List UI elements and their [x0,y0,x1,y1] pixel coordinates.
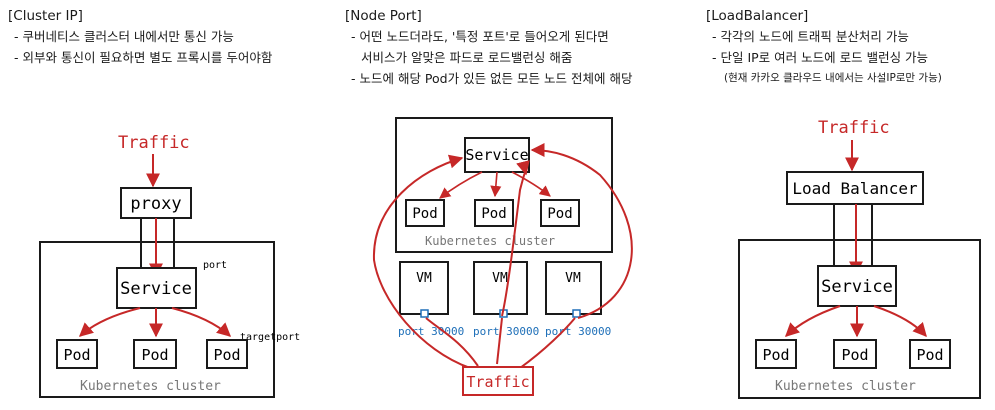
load-balancer-pod-2 [833,339,877,369]
node-port-pod-3-label: Pod [547,206,572,222]
proxy-box [120,187,192,219]
node-port-cluster-label: Kubernetes cluster [425,234,555,248]
node-port-traffic-label: Traffic [466,373,529,391]
proxy-label: proxy [130,194,181,214]
cluster-ip-traffic-label: Traffic [118,133,190,153]
cluster-ip-cluster-label: Kubernetes cluster [80,379,221,394]
vm-1-label: VM [416,271,432,286]
load-balancer-pod-3 [909,339,951,369]
node-port-pod-1 [405,199,445,227]
vm-2-label: VM [492,271,508,286]
cluster-ip-diagram: Traffic proxy Service port targetport Po… [39,133,300,398]
cluster-ip-title: [Cluster IP] [8,8,83,24]
node-port-pod-2 [474,199,514,227]
cluster-ip-service-label: Service [120,279,192,299]
node-port-cluster-box [395,117,613,253]
load-balancer-note: (현재 카카오 클라우드 내에서는 사설IP로만 가능) [724,72,942,84]
node-port-marker-1 [420,309,429,318]
load-balancer-pod-1-label: Pod [762,346,789,364]
load-balancer-traffic-label: Traffic [818,118,890,138]
node-port-arrow-pod-2 [490,171,502,198]
cluster-ip-arrow-pod-1 [78,307,141,337]
cluster-ip-service-box [116,267,197,309]
node-port-label-1: port 30000 [398,325,464,338]
vm-box-1 [399,261,449,315]
node-port-pod-3 [540,199,580,227]
load-balancer-header: [LoadBalancer] - 각각의 노드에 트래픽 분산처리 가능 - 단… [706,8,942,85]
cluster-ip-pod-2-label: Pod [141,346,168,364]
node-port-traffic-arrow-right [530,143,633,319]
node-port-traffic-to-port-3 [519,317,576,369]
node-port-arrow-pod-1 [439,171,483,199]
load-balancer-pod-1 [755,339,797,369]
load-balancer-service-box [817,265,897,307]
node-port-pod-1-label: Pod [412,206,437,222]
node-port-bullet-1: - 어떤 노드더라도, '특정 포트'로 들어오게 된다면 [351,29,609,44]
load-balancer-bullet-2: - 단일 IP로 여러 노드에 로드 밸런싱 가능 [712,50,929,65]
cluster-ip-pod-3-label: Pod [213,346,240,364]
node-port-diagram: Service Pod Pod Pod Kubernetes cluster V… [372,117,633,396]
node-port-service-label: Service [465,146,528,164]
node-port-bullet-2: 서비스가 알맞은 파드로 로드밸런싱 해줌 [361,50,573,65]
load-balancer-arrow-pod-3 [873,305,927,338]
node-port-traffic-box [462,366,534,396]
node-port-label-2: port 30000 [473,325,539,338]
load-balancer-bullet-1: - 각각의 노드에 트래픽 분산처리 가능 [712,29,909,44]
cluster-ip-bullet-1: - 쿠버네티스 클러스터 내에서만 통신 가능 [14,29,234,44]
node-port-traffic-arrow-middle [501,160,530,317]
cluster-ip-bullet-2: - 외부와 통신이 필요하면 별도 프록시를 두어야함 [14,50,273,65]
cluster-ip-header: [Cluster IP] - 쿠버네티스 클러스터 내에서만 통신 가능 - 외… [8,8,272,70]
load-balancer-pod-2-label: Pod [841,346,868,364]
vm-box-2 [473,261,528,315]
cluster-ip-pod-2 [133,339,177,369]
port-label: port [203,260,227,271]
load-balancer-service-label: Service [821,277,893,297]
node-port-label-3: port 30000 [545,325,611,338]
cluster-ip-pod-1 [56,339,98,369]
load-balancer-arrow-pod-1 [784,305,841,337]
cluster-ip-arrow-pod-3 [171,307,232,337]
cluster-ip-pod-3 [206,339,248,369]
targetport-label: targetport [240,332,300,343]
load-balancer-cluster-label: Kubernetes cluster [775,379,916,394]
vm-box-3 [545,261,602,315]
node-port-traffic-to-port-2 [496,317,503,365]
load-balancer-title: [LoadBalancer] [706,8,809,24]
node-port-bullet-3: - 노드에 해당 Pod가 있든 없든 모든 노드 전체에 해당 [351,71,633,86]
node-port-header: [Node Port] - 어떤 노드더라도, '특정 포트'로 들어오게 된다… [345,8,632,91]
node-port-traffic-to-port-1 [425,317,479,367]
node-port-traffic-arrow-left [372,154,471,369]
node-port-title: [Node Port] [345,8,422,24]
cluster-ip-pod-1-label: Pod [63,346,90,364]
load-balancer-diagram: Traffic Load Balancer Service Pod Pod Po… [738,118,981,399]
vm-3-label: VM [565,271,581,286]
load-balancer-cluster-box [738,239,981,399]
node-port-marker-3 [572,309,581,318]
load-balancer-pod-3-label: Pod [916,346,943,364]
node-port-pod-2-label: Pod [481,206,506,222]
load-balancer-label: Load Balancer [792,179,918,198]
node-port-arrow-pod-3 [511,171,551,197]
load-balancer-box [786,171,924,205]
